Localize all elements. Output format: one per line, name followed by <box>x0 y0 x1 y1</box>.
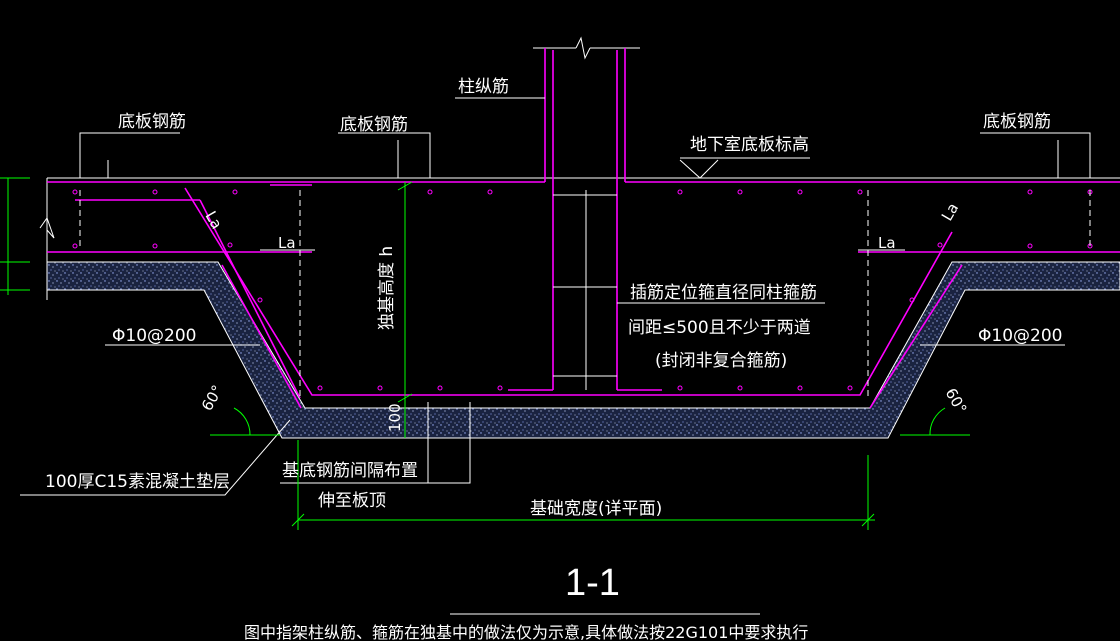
label-la-left: La <box>278 234 296 252</box>
section-title: 1-1 <box>565 562 620 604</box>
column-outline <box>533 36 640 60</box>
angle-markers <box>210 407 970 436</box>
label-bottom-rebar-note-2: 伸至板顶 <box>318 491 386 511</box>
label-foundation-width: 基础宽度(详平面) <box>530 499 662 519</box>
label-basement-elevation: 地下室底板标高 <box>690 135 809 155</box>
label-la-right: La <box>878 234 896 252</box>
label-slab-rebar-right: 底板钢筋 <box>983 112 1051 132</box>
column-rebars <box>47 48 1120 391</box>
label-stirrup-note-1: 插筋定位箍直径同柱箍筋 <box>630 283 817 303</box>
label-stirrup-note-3: (封闭非复合箍筋) <box>655 351 787 371</box>
rebar-dots <box>72 189 1093 391</box>
label-column-rebar: 柱纵筋 <box>458 77 509 97</box>
label-slab-rebar-mid: 底板钢筋 <box>340 115 408 135</box>
label-foundation-height: 独基高度 h <box>377 246 397 330</box>
slab-outline <box>39 177 1120 300</box>
positioning-stirrups <box>553 190 617 390</box>
slab-rebars <box>47 184 1120 409</box>
label-stirrup-note-2: 间距≤500且不少于两道 <box>628 318 811 338</box>
label-la-diag-right: La <box>938 200 962 224</box>
footnote: 图中指架柱纵筋、箍筋在独基中的做法仅为示意,具体做法按22G101中要求执行 <box>244 623 808 641</box>
dashed-guides <box>79 190 1091 400</box>
leader-lines <box>20 97 1091 615</box>
annotations: 底板钢筋 底板钢筋 底板钢筋 柱纵筋 地下室底板标高 La La La La 插… <box>45 77 1062 641</box>
label-bottom-rebar-note-1: 基底钢筋间隔布置 <box>282 461 418 481</box>
label-rebar-spec-left: Φ10@200 <box>112 326 196 346</box>
concrete-cushion <box>46 261 1120 439</box>
label-angle-right: 60° <box>942 385 971 417</box>
label-cushion-thickness: 100 <box>386 403 404 432</box>
dimension-lines <box>0 177 875 530</box>
label-angle-left: 60° <box>198 382 227 414</box>
label-slab-rebar-left: 底板钢筋 <box>118 112 186 132</box>
label-rebar-spec-right: Φ10@200 <box>978 326 1062 346</box>
label-cushion-layer: 100厚C15素混凝土垫层 <box>45 472 230 492</box>
